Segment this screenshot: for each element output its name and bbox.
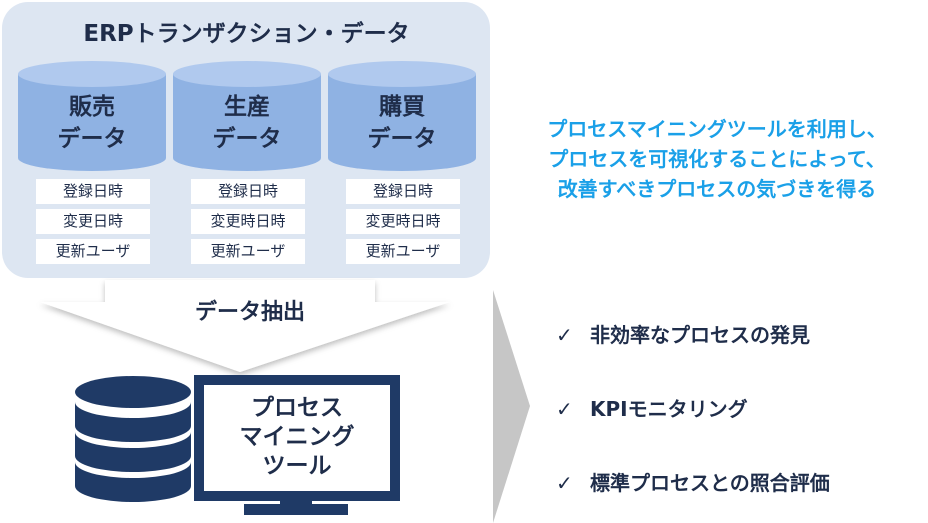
sales-data-label: 販売 データ (18, 91, 166, 155)
key-message-line1: プロセスマイニングツールを利用し、 (547, 117, 887, 141)
production-field-user: 更新ユーザ (191, 239, 305, 264)
sales-data-label-line2: データ (57, 126, 127, 152)
tool-label-line1: プロセス (251, 395, 343, 421)
key-message-line2: プロセスを可視化することによって、 (548, 147, 886, 171)
production-field-modified: 変更時日時 (191, 209, 305, 234)
purchasing-field-modified: 変更時日時 (346, 209, 460, 234)
sales-field-user: 更新ユーザ (36, 239, 150, 264)
benefit-text: 非効率なプロセスの発見 (590, 323, 810, 347)
production-data-label: 生産 データ (173, 91, 321, 155)
check-icon: ✓ (556, 323, 573, 347)
tool-label-line3: ツール (262, 453, 332, 479)
production-data-label-line2: データ (212, 126, 282, 152)
sales-field-created: 登録日時 (36, 179, 150, 204)
purchasing-field-created: 登録日時 (346, 179, 460, 204)
benefit-item-kpi: ✓ KPIモニタリング (556, 393, 748, 422)
key-message-line3: 改善すべきプロセスの気づきを得る (557, 177, 877, 201)
erp-title: ERPトランザクション・データ (83, 21, 410, 47)
monitor-icon (194, 375, 400, 515)
production-data-label-line1: 生産 (224, 94, 270, 120)
check-icon: ✓ (556, 471, 573, 495)
extract-arrow-down (40, 280, 450, 372)
purchasing-field-user: 更新ユーザ (346, 239, 460, 264)
benefit-text: KPIモニタリング (590, 397, 748, 421)
benefit-text: 標準プロセスとの照合評価 (590, 471, 830, 495)
purchasing-data-label-line1: 購買 (379, 94, 425, 120)
extract-label: データ抽出 (194, 300, 305, 325)
sales-data-label-line1: 販売 (69, 94, 115, 120)
sales-field-modified: 変更日時 (36, 209, 150, 234)
production-data-cylinder (173, 61, 321, 171)
flow-arrow-right (493, 290, 530, 523)
production-field-created: 登録日時 (191, 179, 305, 204)
tool-label-line2: マイニング (239, 424, 355, 450)
check-icon: ✓ (556, 397, 573, 421)
benefit-item-conformance: ✓ 標準プロセスとの照合評価 (556, 467, 830, 496)
database-icon (75, 376, 191, 502)
purchasing-data-cylinder (328, 61, 476, 171)
tool-label: プロセス マイニング ツール (212, 394, 382, 481)
benefit-item-inefficiency: ✓ 非効率なプロセスの発見 (556, 319, 810, 348)
purchasing-data-label-line2: データ (367, 126, 437, 152)
sales-data-cylinder (18, 61, 166, 171)
purchasing-data-label: 購買 データ (328, 91, 476, 155)
key-message: プロセスマイニングツールを利用し、 プロセスを可視化することによって、 改善すべ… (510, 114, 924, 204)
